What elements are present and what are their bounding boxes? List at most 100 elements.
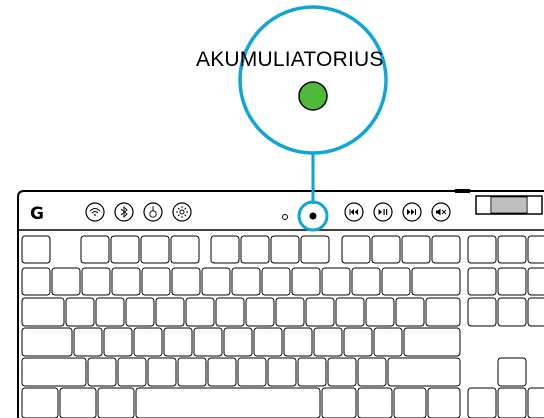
key-arrow-up[interactable]: [497, 357, 527, 387]
key-f[interactable]: [270, 235, 300, 264]
key-f[interactable]: [240, 235, 270, 264]
key[interactable]: [155, 297, 185, 327]
key-alt[interactable]: [97, 387, 135, 418]
key[interactable]: [147, 357, 177, 387]
key-f[interactable]: [170, 235, 200, 264]
key-alt-right[interactable]: [321, 387, 357, 418]
previous-track-icon: [349, 209, 358, 215]
key-capslock[interactable]: [21, 327, 73, 357]
key[interactable]: [177, 357, 207, 387]
key[interactable]: [133, 327, 163, 357]
key-f[interactable]: [371, 235, 401, 264]
key[interactable]: [365, 297, 395, 327]
key[interactable]: [291, 267, 321, 296]
key[interactable]: [65, 297, 95, 327]
key-shift-left[interactable]: [21, 357, 87, 387]
key[interactable]: [283, 327, 313, 357]
key-arrow[interactable]: [527, 387, 544, 418]
key[interactable]: [163, 327, 193, 357]
key-shift-right[interactable]: [387, 357, 461, 387]
mute-button[interactable]: [431, 202, 451, 222]
next-track-button[interactable]: [402, 202, 422, 222]
game-mode-button[interactable]: [143, 202, 163, 222]
key-space[interactable]: [135, 387, 321, 418]
bluetooth-button[interactable]: [114, 202, 134, 222]
key-nav[interactable]: [497, 297, 527, 327]
key[interactable]: [207, 357, 237, 387]
key[interactable]: [275, 297, 305, 327]
key[interactable]: [21, 267, 51, 296]
brightness-icon: [176, 206, 188, 218]
key[interactable]: [351, 267, 381, 296]
key[interactable]: [171, 267, 201, 296]
key[interactable]: [373, 327, 403, 357]
brightness-button[interactable]: [172, 202, 192, 222]
key[interactable]: [327, 357, 357, 387]
key-nav[interactable]: [497, 267, 527, 296]
key-ctrl[interactable]: [21, 387, 59, 418]
key-f[interactable]: [110, 235, 140, 264]
key[interactable]: [141, 267, 171, 296]
logitech-g-logo: G: [30, 204, 44, 224]
key-backspace[interactable]: [411, 267, 461, 296]
key[interactable]: [111, 267, 141, 296]
key-f[interactable]: [341, 235, 371, 264]
key[interactable]: [103, 327, 133, 357]
key[interactable]: [267, 357, 297, 387]
key[interactable]: [95, 297, 125, 327]
key-fn[interactable]: [357, 387, 393, 418]
key[interactable]: [201, 267, 231, 296]
key[interactable]: [335, 297, 365, 327]
key[interactable]: [357, 357, 387, 387]
key[interactable]: [81, 267, 111, 296]
previous-track-button[interactable]: [344, 202, 364, 222]
key-nav[interactable]: [527, 297, 544, 327]
key[interactable]: [125, 297, 155, 327]
key-nav[interactable]: [467, 267, 497, 296]
key[interactable]: [305, 297, 335, 327]
key[interactable]: [313, 327, 343, 357]
key[interactable]: [237, 357, 267, 387]
key-win[interactable]: [59, 387, 97, 418]
key[interactable]: [381, 267, 411, 296]
key[interactable]: [245, 297, 275, 327]
key-menu[interactable]: [393, 387, 427, 418]
play-pause-button[interactable]: [373, 202, 393, 222]
key-enter[interactable]: [403, 327, 461, 357]
key[interactable]: [185, 297, 215, 327]
key-f[interactable]: [401, 235, 431, 264]
key-arrow[interactable]: [497, 387, 527, 418]
key[interactable]: [215, 297, 245, 327]
key[interactable]: [231, 267, 261, 296]
key-backslash[interactable]: [425, 297, 461, 327]
volume-roller[interactable]: [475, 195, 543, 215]
key-nav[interactable]: [467, 235, 497, 264]
key-f[interactable]: [300, 235, 330, 264]
key[interactable]: [395, 297, 425, 327]
key[interactable]: [253, 327, 283, 357]
key[interactable]: [193, 327, 223, 357]
key-f[interactable]: [140, 235, 170, 264]
key[interactable]: [261, 267, 291, 296]
key[interactable]: [87, 357, 117, 387]
key[interactable]: [321, 267, 351, 296]
key-nav[interactable]: [527, 235, 544, 264]
key-esc[interactable]: [21, 235, 51, 264]
key[interactable]: [73, 327, 103, 357]
key-f[interactable]: [210, 235, 240, 264]
key-nav[interactable]: [467, 297, 497, 327]
key[interactable]: [343, 327, 373, 357]
key[interactable]: [297, 357, 327, 387]
key[interactable]: [117, 357, 147, 387]
key-f[interactable]: [431, 235, 461, 264]
key-f[interactable]: [80, 235, 110, 264]
key[interactable]: [223, 327, 253, 357]
key-nav[interactable]: [527, 267, 544, 296]
wifi-button[interactable]: [85, 202, 105, 222]
key-ctrl-right[interactable]: [427, 387, 461, 418]
key-tab[interactable]: [21, 297, 65, 327]
key[interactable]: [51, 267, 81, 296]
key-nav[interactable]: [497, 235, 527, 264]
key-arrow[interactable]: [467, 387, 497, 418]
